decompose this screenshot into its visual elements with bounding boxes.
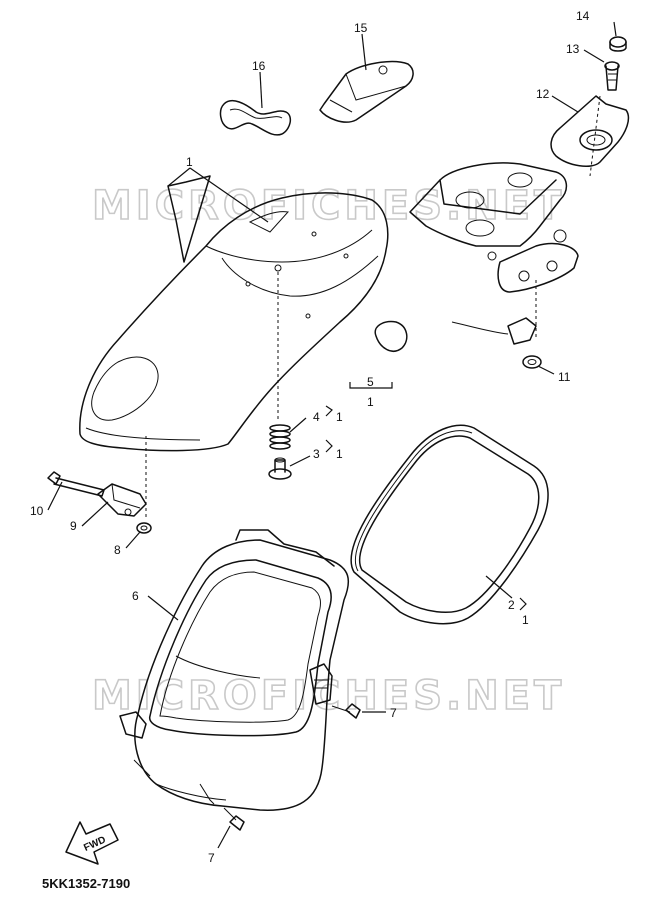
- part-12-bracket: [550, 95, 630, 168]
- part-16-band: [219, 100, 292, 136]
- callout-4: 4: [313, 410, 320, 424]
- callout-12: 12: [536, 87, 550, 101]
- callout-10: 10: [30, 504, 44, 518]
- watermark-top: MICROFICHES.NET: [92, 183, 565, 229]
- callout-7-bottom: 7: [208, 851, 215, 865]
- callout-9: 9: [70, 519, 77, 533]
- part-3-stud: [268, 457, 292, 480]
- callout-1-seat: 1: [186, 155, 193, 169]
- diagram-code: 5KK1352-7190: [42, 876, 130, 891]
- callout-5: 5: [367, 375, 374, 389]
- callout-5-sub: 1: [367, 395, 374, 409]
- part-14-cap: [609, 36, 627, 52]
- callout-3: 3: [313, 447, 320, 461]
- callout-11: 11: [558, 370, 571, 384]
- callout-2: 2: [508, 598, 515, 612]
- part-8-nut: [136, 522, 152, 534]
- part-10-bolt: [47, 471, 105, 497]
- part-4-spring: [269, 424, 291, 450]
- part-13-bolt: [604, 61, 620, 91]
- callout-15: 15: [354, 21, 368, 35]
- leader-lines: [47, 21, 617, 849]
- callout-7-right: 7: [390, 706, 397, 720]
- callout-6: 6: [132, 589, 139, 603]
- part-11-nut: [522, 355, 542, 369]
- part-6-storage-box: [119, 529, 350, 811]
- callout-8: 8: [114, 543, 121, 557]
- callout-4-sub: 1: [336, 410, 343, 424]
- callout-3-sub: 1: [336, 447, 343, 461]
- callout-14: 14: [576, 9, 590, 23]
- callout-16: 16: [252, 59, 266, 73]
- part-15-pouch: [319, 60, 414, 123]
- callout-13: 13: [566, 42, 580, 56]
- part-7-bolt-right: [331, 703, 361, 719]
- seat-hinge-assembly: [409, 95, 601, 345]
- part-2-seal: [350, 424, 549, 625]
- part-1-seat: [79, 175, 389, 520]
- callout-2-sub: 1: [522, 613, 529, 627]
- fwd-arrow-icon: FWD: [65, 821, 119, 865]
- part-9-bracket: [97, 483, 147, 517]
- part-5-emblem: [374, 320, 408, 352]
- part-7-bolt-bottom: [223, 807, 245, 831]
